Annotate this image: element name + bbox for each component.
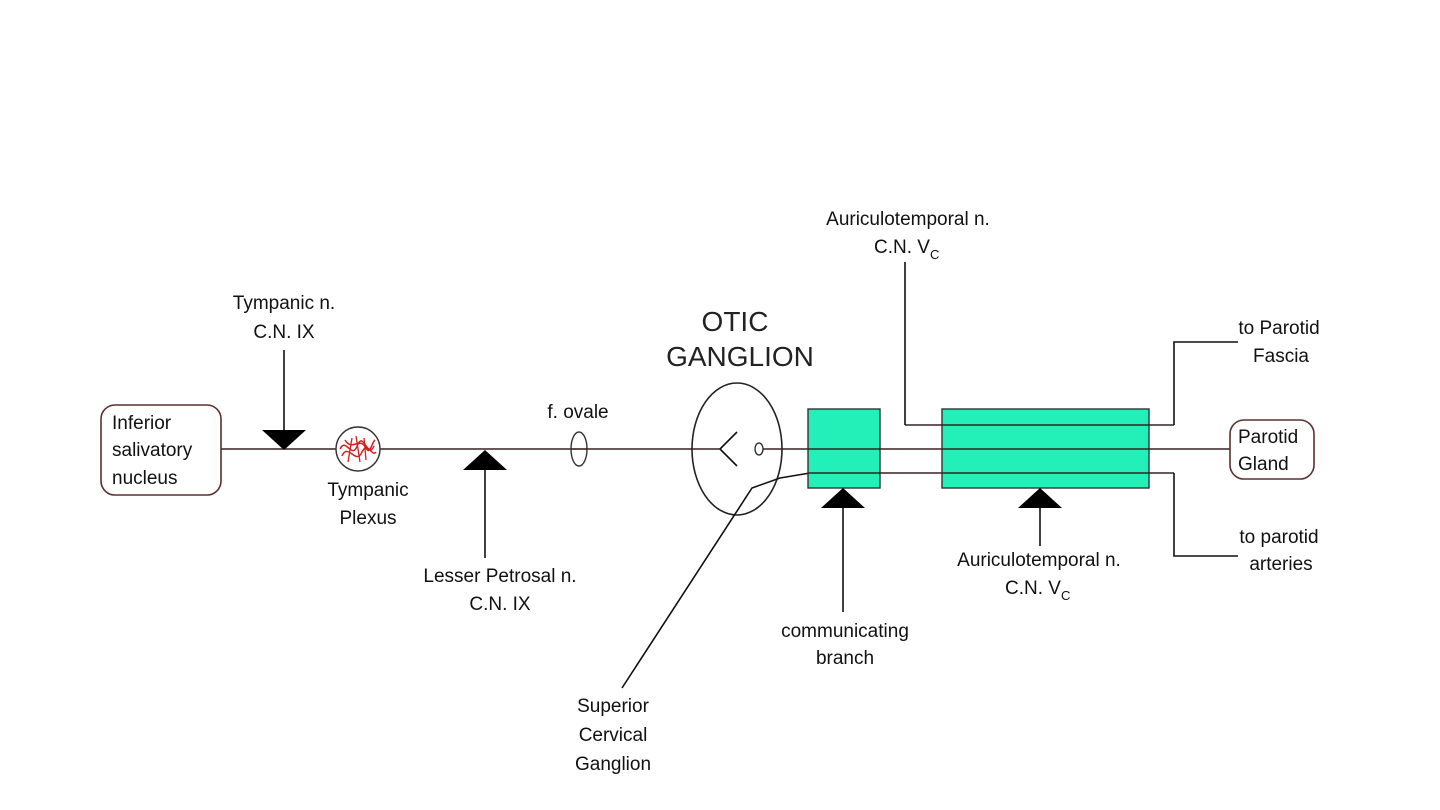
- tympanic-plexus-icon: [335, 426, 381, 472]
- parotid-gland-label-line2: Gland: [1238, 454, 1289, 475]
- ganglion-label: GANGLION: [666, 341, 814, 372]
- to-parotid-fascia-line: [1173, 341, 1238, 425]
- parotid-gland-label-line1: Parotid: [1238, 427, 1298, 448]
- inferior-salivatory-label-line1: Inferior: [112, 413, 172, 434]
- otic-label: OTIC: [702, 306, 769, 337]
- inferior-salivatory-label-line3: nucleus: [112, 468, 178, 489]
- f-ovale-label: f. ovale: [547, 402, 608, 423]
- parotid-gland-node: Parotid Gland: [1229, 419, 1315, 480]
- to-parotid-arteries-line: [1173, 473, 1238, 557]
- lesser-petrosal-cn-label: C.N. IX: [469, 594, 531, 615]
- to-parotid-fascia-label-line1: to Parotid: [1238, 318, 1319, 339]
- superior-cervical-label-line3: Ganglion: [575, 754, 651, 775]
- communicating-branch-label-line1: communicating: [781, 621, 909, 642]
- auriculotemporal-bottom-pointer: [1018, 488, 1062, 546]
- to-parotid-fascia-label-line2: Fascia: [1253, 346, 1309, 367]
- inferior-salivatory-label-line2: salivatory: [112, 440, 193, 461]
- otic-ganglion-node: [691, 382, 783, 516]
- communicating-branch-label-line2: branch: [816, 648, 874, 669]
- superior-cervical-label-line1: Superior: [577, 696, 649, 717]
- to-parotid-arteries-label-line2: arteries: [1249, 554, 1312, 575]
- auriculotemporal-bottom-cn-label: C.N. VC: [1005, 578, 1070, 603]
- superior-cervical-ganglion-line: [621, 472, 811, 689]
- lesser-petrosal-label: Lesser Petrosal n.: [423, 566, 576, 587]
- tympanic-plexus-label-line1: Tympanic: [327, 480, 408, 501]
- auriculotemporal-bottom-label: Auriculotemporal n.: [957, 550, 1121, 571]
- tympanic-plexus-label-line2: Plexus: [339, 508, 396, 529]
- tympanic-n-cn-label: C.N. IX: [253, 322, 315, 343]
- to-parotid-arteries-label-line1: to parotid: [1239, 527, 1318, 548]
- inferior-salivatory-nucleus-node: Inferior salivatory nucleus: [100, 404, 222, 496]
- communicating-branch-pointer: [821, 488, 865, 612]
- tympanic-n-pointer: [262, 350, 306, 450]
- tympanic-n-label: Tympanic n.: [233, 293, 335, 314]
- superior-cervical-label-line2: Cervical: [579, 725, 648, 746]
- auriculotemporal-top-cn-label: C.N. VC: [874, 237, 939, 262]
- lesser-petrosal-pointer: [463, 450, 507, 558]
- auriculotemporal-top-label: Auriculotemporal n.: [826, 209, 990, 230]
